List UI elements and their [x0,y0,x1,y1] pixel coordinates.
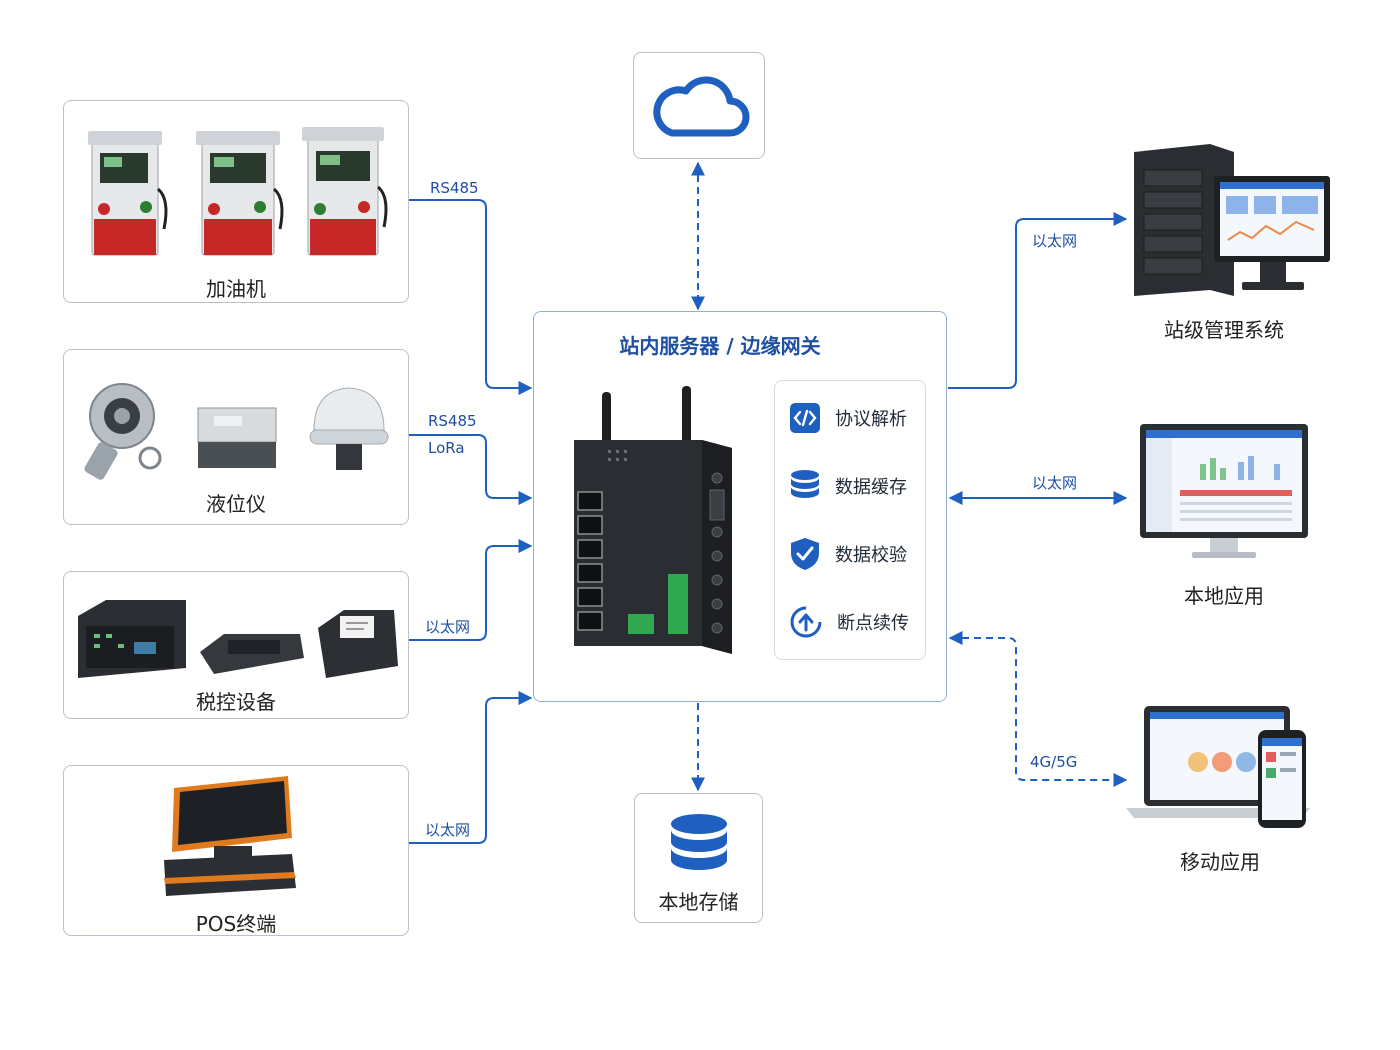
pos-terminal-icon [164,776,296,896]
source-label: 加油机 [206,277,266,301]
gateway-box: 站内服务器 / 边缘网关 协议解析 数据缓存 [533,311,947,702]
code-icon [790,403,820,433]
function-panel: 协议解析 数据缓存 数据校验 断点续传 [774,380,926,660]
storage-box: 本地存储 [634,793,763,923]
cloud-icon [653,76,750,137]
source-label: 税控设备 [196,690,276,714]
destination-label: 站级管理系统 [1164,318,1284,342]
function-item-data-cache: 数据缓存 [789,461,907,511]
shield-check-icon [791,538,819,570]
function-item-protocol-parse: 协议解析 [789,393,907,443]
gateway-title: 站内服务器 / 边缘网关 [619,334,821,358]
tax-device-icon [78,600,398,678]
source-dispenser-box: 加油机 [63,100,409,303]
database-icon [671,814,727,870]
wire-dispenser [408,199,533,395]
function-item-resume-transfer: 断点续传 [789,597,909,647]
function-label: 数据缓存 [835,477,907,498]
source-tax-device-box: 税控设备 [63,571,409,719]
function-label: 断点续传 [837,613,909,634]
source-level-gauge-box: 液位仪 [63,349,409,525]
protocol-label-dispenser: RS485 [430,179,479,197]
function-item-data-verify: 数据校验 [789,529,907,579]
cloud-box [633,52,765,159]
wire-tax-device [408,539,533,641]
fuel-dispenser-icon [88,127,388,256]
source-pos-box: POS终端 [63,765,409,936]
wire-mobile-app [948,631,1128,787]
protocol-label-level-gauge-1: RS485 [428,412,477,430]
database-icon [791,470,819,498]
protocol-label-level-gauge-2: LoRa [428,439,465,457]
level-gauge-icon [84,383,389,480]
protocol-label-station-system: 以太网 [1032,232,1078,250]
edge-gateway-device-icon [574,386,732,654]
wire-station-system [948,212,1128,389]
source-label: POS终端 [195,912,277,936]
storage-label: 本地存储 [658,890,739,914]
destination-label: 本地应用 [1184,584,1264,608]
source-label: 液位仪 [206,492,266,516]
wire-pos [408,691,533,844]
laptop-phone-icon [1126,706,1310,828]
destination-label: 移动应用 [1180,850,1260,874]
protocol-label-mobile-app: 4G/5G [1030,753,1078,771]
server-monitor-icon [1134,144,1330,296]
function-label: 协议解析 [835,409,907,430]
function-label: 数据校验 [835,545,907,566]
wire-level-gauge [408,434,533,505]
protocol-label-local-app: 以太网 [1032,474,1078,492]
protocol-label-pos: 以太网 [425,821,471,839]
desktop-monitor-icon [1140,424,1308,558]
protocol-label-tax-device: 以太网 [425,618,471,636]
upload-resume-icon [790,606,822,638]
